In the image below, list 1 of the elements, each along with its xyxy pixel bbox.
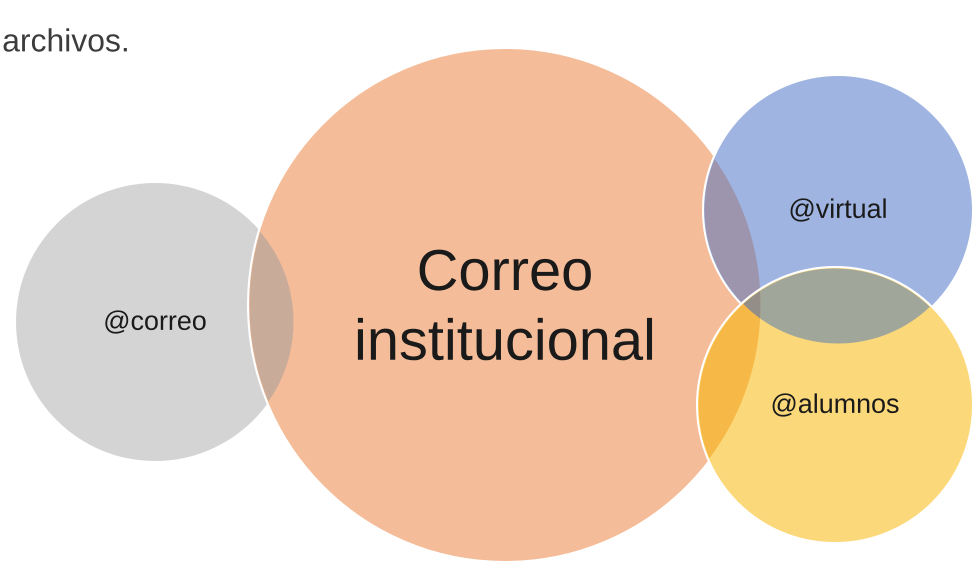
- text-fragment: archivos.: [4, 28, 127, 52]
